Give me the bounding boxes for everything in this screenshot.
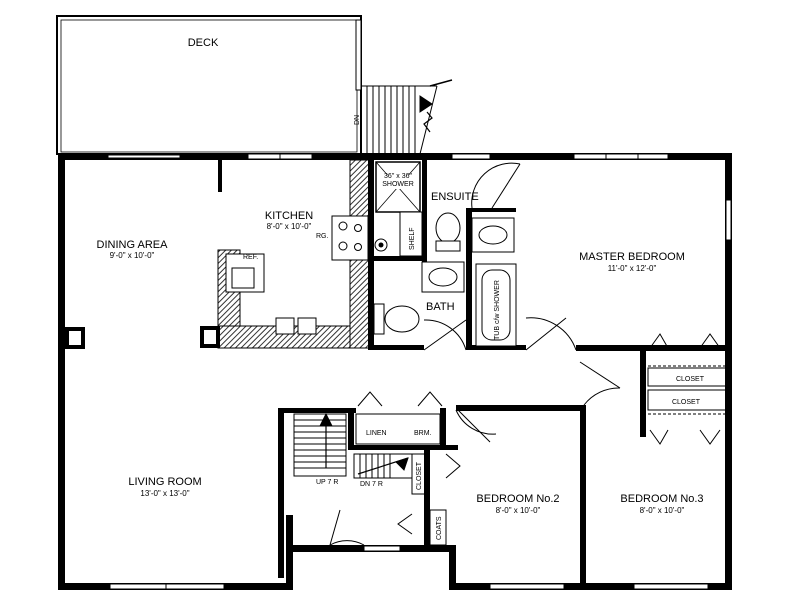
shower-stall [375, 161, 421, 213]
kitchen-name: KITCHEN [265, 210, 313, 222]
kitchen [200, 159, 388, 349]
bath-fixtures [373, 261, 517, 347]
living-room-name: LIVING ROOM [128, 476, 201, 488]
toilet-icon [435, 212, 461, 244]
brm-label: BRM. [414, 430, 432, 437]
stairs-down [353, 453, 413, 479]
stairs-down-label: DN 7 R [360, 481, 383, 488]
bath-toilet-icon [384, 305, 420, 333]
closet-label-upper: CLOSET [676, 376, 705, 383]
deck-stairs-dn-label: DN [354, 115, 361, 125]
living-room-dims: 13'-0" x 13'-0" [140, 489, 189, 498]
shelf-label: SHELF [409, 227, 416, 250]
master-bedroom-name: MASTER BEDROOM [579, 251, 685, 263]
exterior-walls [58, 153, 732, 590]
kitchen-dims: 8'-0" x 10'-0" [267, 222, 312, 231]
bath-sink-icon [428, 267, 458, 287]
coats-label: COATS [436, 516, 443, 540]
shower-size-label: 36" x 36" [384, 173, 412, 180]
closet-hall-label: CLOSET [416, 461, 423, 490]
bedroom-3-name: BEDROOM No.3 [620, 493, 703, 505]
dining-area-name: DINING AREA [97, 239, 169, 251]
bedroom-3-dims: 8'-0" x 10'-0" [640, 506, 685, 515]
refrigerator-label: REF. [243, 254, 258, 261]
deck-stairs [361, 79, 453, 155]
hall-doors [455, 361, 621, 443]
stove-burner-icon [338, 241, 348, 251]
bath-name: BATH [426, 301, 455, 313]
bath-door [423, 319, 467, 351]
bathroom-walls [368, 160, 526, 350]
dining-area [65, 327, 85, 349]
bedroom-2-name: BEDROOM No.2 [476, 493, 559, 505]
closet-label-lower: CLOSET [672, 399, 701, 406]
ensuite-fixtures [399, 211, 515, 257]
stairs-up-label: UP 7 R [316, 479, 338, 486]
master-door [525, 317, 577, 351]
dining-area-dims: 9'-0" x 10'-0" [110, 251, 155, 260]
master-bedroom-dims: 11'-0" x 12'-0" [608, 264, 657, 273]
hall-walls [278, 408, 458, 578]
ensuite-name: ENSUITE [431, 191, 479, 203]
master-walls [456, 345, 732, 585]
linen-brm [355, 391, 443, 445]
stove-burner-icon [354, 224, 362, 232]
closets-master [647, 333, 727, 445]
stairs-up [293, 412, 347, 477]
deck-label: DECK [188, 37, 219, 49]
windows [107, 153, 732, 590]
stove-burner-icon [354, 243, 362, 251]
shower-label: SHOWER [382, 181, 414, 188]
entry-door [329, 509, 365, 546]
ensuite-door [471, 162, 521, 209]
stove-burner-icon [338, 221, 348, 231]
ensuite-sink-icon [478, 225, 508, 245]
linen-label: LINEN [366, 430, 387, 437]
bedroom-2-dims: 8'-0" x 10'-0" [496, 506, 541, 515]
tub-label: TUB c/w SHOWER [494, 280, 501, 340]
range-label: RG. [316, 233, 329, 240]
hall-closets [397, 453, 461, 546]
